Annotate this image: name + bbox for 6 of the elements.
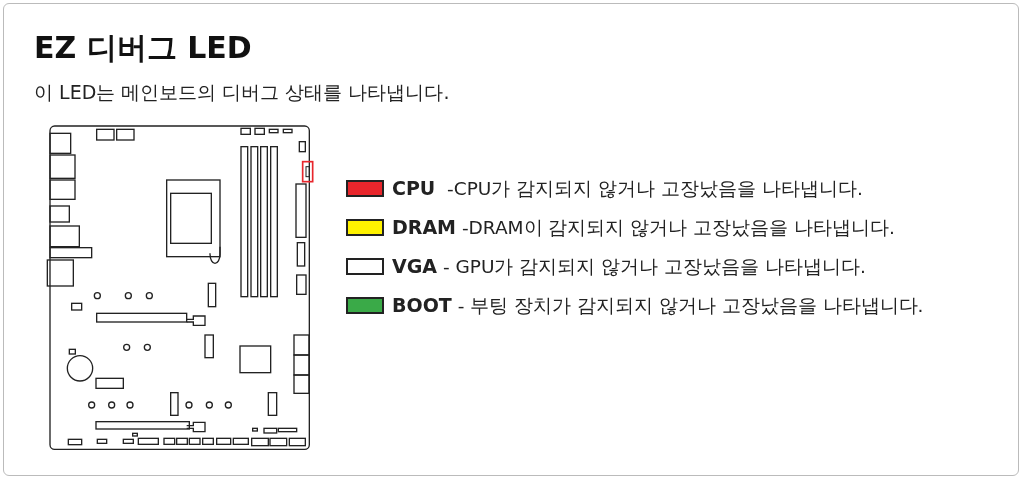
legend-text: BOOT - 부팅 장치가 감지되지 않거나 고장났음을 나타냅니다. <box>392 292 924 318</box>
subtitle: 이 LED는 메인보드의 디버그 상태를 나타냅니다. <box>34 80 450 105</box>
legend-text: DRAM -DRAM이 감지되지 않거나 고장났음을 나타냅니다. <box>392 214 895 240</box>
title: EZ 디버그 LED <box>34 29 252 67</box>
legend-text: CPU -CPU가 감지되지 않거나 고장났음을 나타냅니다. <box>392 175 863 201</box>
legend-text: VGA - GPU가 감지되지 않거나 고장났음을 나타냅니다. <box>392 253 866 279</box>
